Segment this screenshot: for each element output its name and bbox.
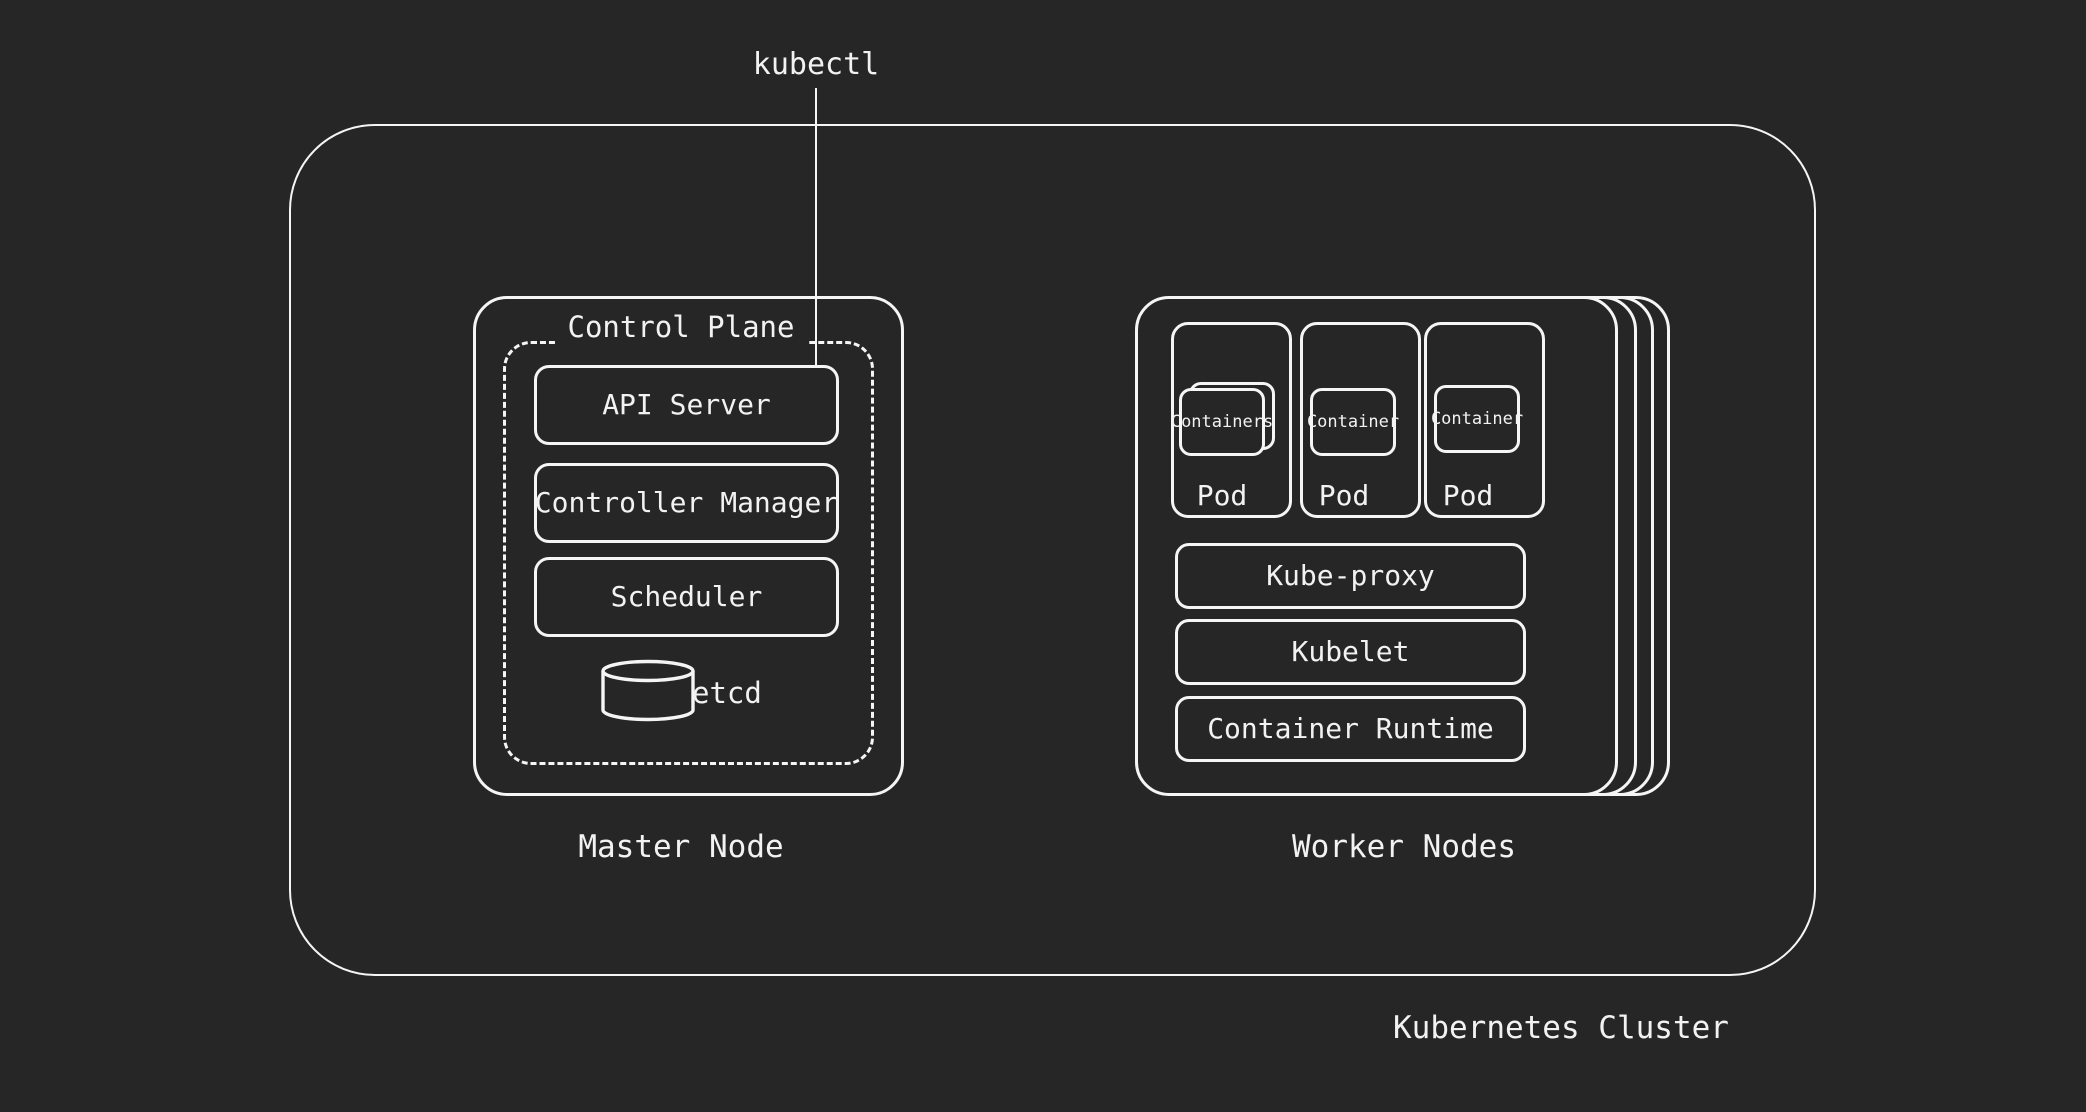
container-box-3[interactable]: Container: [1430, 385, 1524, 453]
etcd-label: etcd: [692, 676, 762, 710]
container-label-3: Container: [1430, 408, 1524, 429]
kubelet-label: Kubelet: [1291, 635, 1410, 668]
scheduler-box[interactable]: Scheduler: [534, 557, 839, 637]
container-label-2: Container: [1306, 411, 1400, 432]
containers-box-1[interactable]: Containers: [1171, 388, 1273, 456]
container-runtime-label: Container Runtime: [1207, 712, 1494, 745]
kubectl-label: kubectl: [752, 47, 880, 82]
kubernetes-cluster-label: Kubernetes Cluster: [1393, 1010, 1729, 1046]
api-server-label: API Server: [602, 388, 771, 421]
container-runtime-box[interactable]: Container Runtime: [1175, 696, 1526, 762]
worker-nodes-label: Worker Nodes: [1292, 829, 1516, 865]
master-node-label: Master Node: [578, 829, 784, 865]
kubectl-connector-line: [815, 88, 817, 368]
pod-label-1: Pod: [1196, 479, 1248, 512]
etcd-database-icon: [600, 659, 696, 722]
pod-label-3: Pod: [1442, 479, 1494, 512]
controller-manager-box[interactable]: Controller Manager: [534, 463, 839, 543]
scheduler-label: Scheduler: [610, 580, 763, 613]
containers-label-1: Containers: [1170, 411, 1274, 432]
control-plane-label: Control Plane: [555, 310, 807, 345]
pod-label-2: Pod: [1318, 479, 1370, 512]
kubelet-box[interactable]: Kubelet: [1175, 619, 1526, 685]
kube-proxy-box[interactable]: Kube-proxy: [1175, 543, 1526, 609]
container-box-2[interactable]: Container: [1306, 388, 1400, 456]
kubernetes-cluster-boundary: [289, 124, 1816, 976]
master-node-box: [473, 296, 904, 796]
api-server-box[interactable]: API Server: [534, 365, 839, 445]
kube-proxy-label: Kube-proxy: [1266, 559, 1435, 592]
controller-manager-label: Controller Manager: [534, 486, 839, 519]
